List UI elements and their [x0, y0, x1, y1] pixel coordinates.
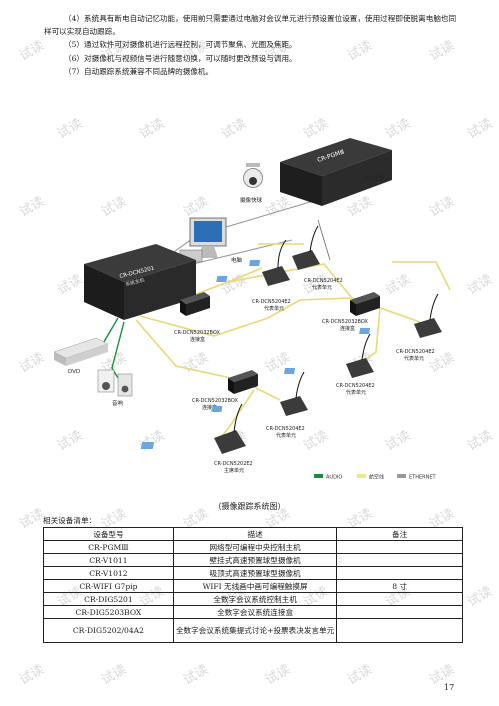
equipment-table: 设备型号 描述 备注 CR-PGMⅢ 网络型可编程中央控制主机 CR-V1011… [43, 527, 463, 643]
table-row: CR-DIG5202/04A2 全数字会议系统集提式讨论+投票表决发言单元 [43, 618, 463, 643]
description-cell: 吸顶式高速预置球型摄像机 [172, 566, 338, 580]
watermark-text: 试读 [16, 662, 48, 689]
box-1-sublabel: 连接盒 [190, 336, 205, 343]
mic-e-label: CR-DCN5204E2 [266, 426, 305, 432]
model-cell: CR-DIG5203BOX [43, 605, 174, 619]
system-diagram: CR-PGMⅢ 中控主机 摄像快球 电脑 CR-DCN5201 系统主机 CR-… [53, 138, 451, 481]
mic-d-sublabel: 代表单元 [346, 389, 366, 396]
computer-label: 电脑 [231, 256, 243, 264]
mic-a-label: CR-DCN5204E2 [252, 299, 291, 305]
note-cell [336, 566, 463, 580]
legend-swatch-ethernet [397, 474, 406, 478]
chairman-sublabel: 主席单元 [224, 467, 244, 474]
model-cell: CR-PGMⅢ [43, 540, 174, 554]
note-cell [336, 540, 463, 554]
diagram-caption: （摄像跟踪系统图） [213, 502, 286, 511]
chairman-label: CR-DCN5202E2 [214, 461, 253, 467]
mic-a-sublabel: 代表单元 [264, 305, 284, 312]
box-3-label: CR-DCN52032BOX [322, 319, 369, 325]
connection-box-1 [180, 292, 210, 316]
model-cell: CR-V1012 [43, 566, 174, 580]
delegate-unit-c [359, 293, 442, 338]
table-row: CR-WIFI G7pip WIFI 无线画中画可编程触摸屏 8 寸 [43, 579, 463, 593]
pgm-central-host: CR-PGMⅢ [280, 138, 392, 206]
legend-label-ethernet: ETHERNET [409, 475, 437, 481]
model-cell: CR-DIG5202/04A2 [43, 618, 174, 643]
legend-swatch-aviation [357, 474, 366, 478]
model-cell: CR-WIFI G7pip [43, 579, 174, 593]
column-header: 备注 [336, 527, 463, 541]
table-row: CR-V1012 吸顶式高速预置球型摄像机 [43, 566, 463, 580]
note-cell [336, 605, 463, 619]
delegate-unit-d [284, 333, 374, 378]
description-cell: 网络型可编程中央控制主机 [172, 540, 338, 554]
delegate-unit-a [216, 239, 290, 286]
table-header-row: 设备型号 描述 备注 [43, 527, 463, 541]
column-header: 设备型号 [43, 527, 174, 541]
table-row: CR-V1011 壁挂式高速预置球型摄像机 [43, 553, 463, 567]
box-1-label: CR-DCN52032BOX [174, 330, 221, 336]
table-row: CR-DIG5201 全数字会议系统控制主机 [43, 592, 463, 606]
diagram-legend: AUDIO 航空线 ETHERNET [314, 474, 437, 481]
main-unit-sublabel: 系统主机 [125, 276, 146, 287]
box-2-sublabel: 连接盒 [202, 404, 217, 411]
note-cell [336, 618, 463, 643]
description-cell: 壁挂式高速预置球型摄像机 [172, 553, 338, 567]
legend-label-aviation: 航空线 [369, 474, 384, 481]
mic-e-sublabel: 代表单元 [276, 432, 296, 439]
note-cell [336, 592, 463, 606]
dome-camera-icon [243, 163, 263, 188]
note-cell [336, 553, 463, 567]
watermark-text: 试读 [98, 662, 130, 689]
connection-box-2 [228, 370, 258, 394]
watermark-text: 试读 [180, 662, 212, 689]
model-cell: CR-V1011 [43, 553, 174, 567]
chairman-unit [140, 403, 246, 454]
table-row: CR-PGMⅢ 网络型可编程中央控制主机 [43, 540, 463, 554]
description-cell: 全数字会议系统集提式讨论+投票表决发言单元 [172, 618, 338, 643]
equipment-list-label: 相关设备清单： [43, 516, 97, 525]
watermark-text: 试读 [344, 662, 376, 689]
description-cell: WIFI 无线画中画可编程触摸屏 [172, 579, 338, 593]
mic-d-label: CR-DCN5204E2 [336, 383, 375, 389]
dvd-player-icon [53, 337, 109, 366]
mic-b-sublabel: 代表单元 [312, 284, 332, 291]
model-cell: CR-DIG5201 [43, 592, 174, 606]
feature-item: （4）系统具有断电自动记忆功能，使用前只需要通过电脑对会议单元进行预设置位设置，… [44, 14, 457, 37]
table-row: CR-DIG5203BOX 全数字会议系统连接盒 [43, 605, 463, 619]
camera-label: 摄像快球 [240, 196, 263, 204]
delegate-unit-e [211, 371, 308, 416]
column-header: 描述 [172, 527, 338, 541]
page-number: 17 [444, 683, 455, 692]
legend-swatch-audio [314, 474, 323, 478]
speaker-label: 音响 [112, 399, 124, 407]
mic-c-label: CR-DCN5204E2 [396, 349, 435, 355]
legend-label-audio: AUDIO [326, 475, 342, 481]
pgm-caption: 中控主机 [363, 174, 386, 182]
delegate-unit-b [249, 225, 320, 270]
feature-item: （6）对摄像机与视频信号进行随意切换，可以随时更改预设与调用。 [64, 53, 297, 63]
description-cell: 全数字会议系统连接盒 [172, 605, 338, 619]
note-cell: 8 寸 [336, 579, 463, 593]
dvd-label: DVD [68, 369, 80, 375]
main-system-unit: CR-DCN5201 系统主机 [84, 244, 196, 320]
feature-item: （7）自动跟踪系统兼容不同品牌的摄像机。 [64, 66, 214, 76]
mic-b-label: CR-DCN5204E2 [304, 278, 343, 284]
box-3-sublabel: 连接盒 [340, 325, 355, 332]
mic-c-sublabel: 代表单元 [404, 355, 424, 362]
connection-box-3 [350, 292, 380, 316]
box-2-label: CR-DCN52032BOX [192, 398, 239, 404]
description-cell: 全数字会议系统控制主机 [172, 592, 338, 606]
feature-list: （4）系统具有断电自动记忆功能，使用前只需要通过电脑对会议单元进行预设置位设置，… [44, 12, 462, 78]
computer-icon [179, 217, 227, 263]
feature-item: （5）通过软件可对摄像机进行远程控制，可调节聚焦、光圈及焦距。 [64, 40, 297, 50]
watermark-text: 试读 [262, 662, 294, 689]
watermark-text: 试读 [464, 584, 496, 611]
speaker-icon [97, 369, 133, 397]
